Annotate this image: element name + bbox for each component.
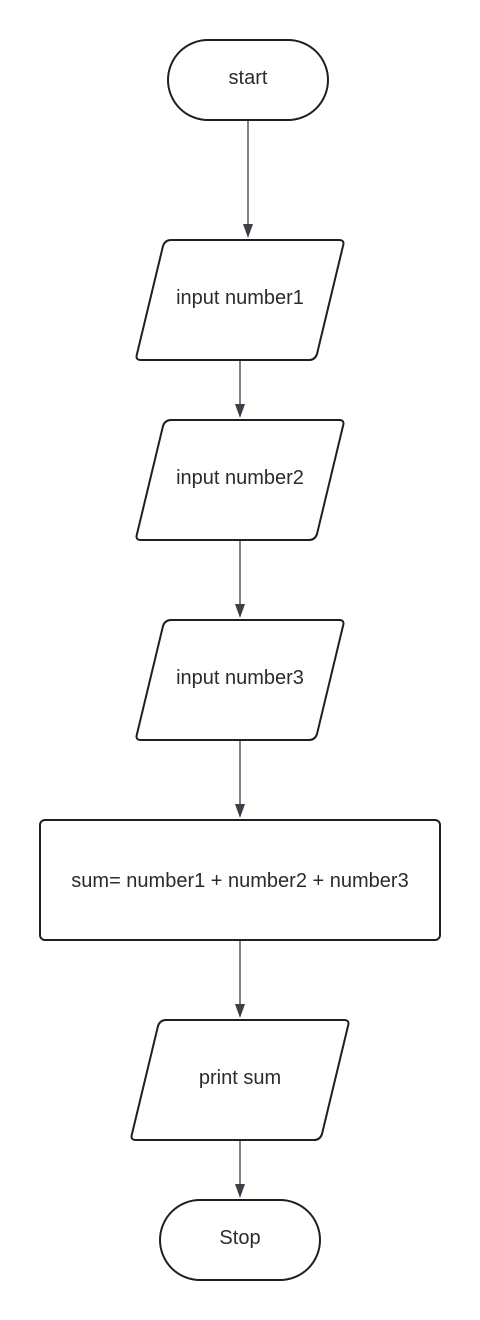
input-number2-label: input number2 xyxy=(176,467,304,489)
sum-process-node[interactable]: sum= number1 + number2 + number3 xyxy=(39,819,441,941)
connector-input2-to-input3 xyxy=(235,540,245,618)
sum-process-rectangle xyxy=(39,819,441,941)
start-node-label: start xyxy=(229,67,268,89)
input-number3-label: input number3 xyxy=(176,667,304,689)
sum-process-label: sum= number1 + number2 + number3 xyxy=(71,870,408,892)
connector-start-to-input1 xyxy=(243,120,253,238)
connector-input1-to-input2 xyxy=(235,360,245,418)
stop-terminator-shape xyxy=(159,1199,321,1281)
print-sum-node[interactable]: print sum xyxy=(130,1019,350,1141)
connectors xyxy=(235,120,253,1198)
input-number1-label: input number1 xyxy=(176,287,304,309)
input-number2-node[interactable]: input number2 xyxy=(135,419,345,541)
start-node[interactable]: start xyxy=(167,39,329,121)
input-number3-parallelogram xyxy=(135,619,345,741)
print-sum-label: print sum xyxy=(199,1067,281,1089)
input-number3-node[interactable]: input number3 xyxy=(135,619,345,741)
connector-print-to-stop xyxy=(235,1140,245,1198)
stop-node[interactable]: Stop xyxy=(159,1199,321,1281)
connector-input3-to-sum xyxy=(235,740,245,818)
print-sum-parallelogram xyxy=(130,1019,350,1141)
input-number1-node[interactable]: input number1 xyxy=(135,239,345,361)
input-number1-parallelogram xyxy=(135,239,345,361)
start-terminator-shape xyxy=(167,39,329,121)
connector-sum-to-print xyxy=(235,940,245,1018)
input-number2-parallelogram xyxy=(135,419,345,541)
stop-node-label: Stop xyxy=(219,1227,260,1249)
